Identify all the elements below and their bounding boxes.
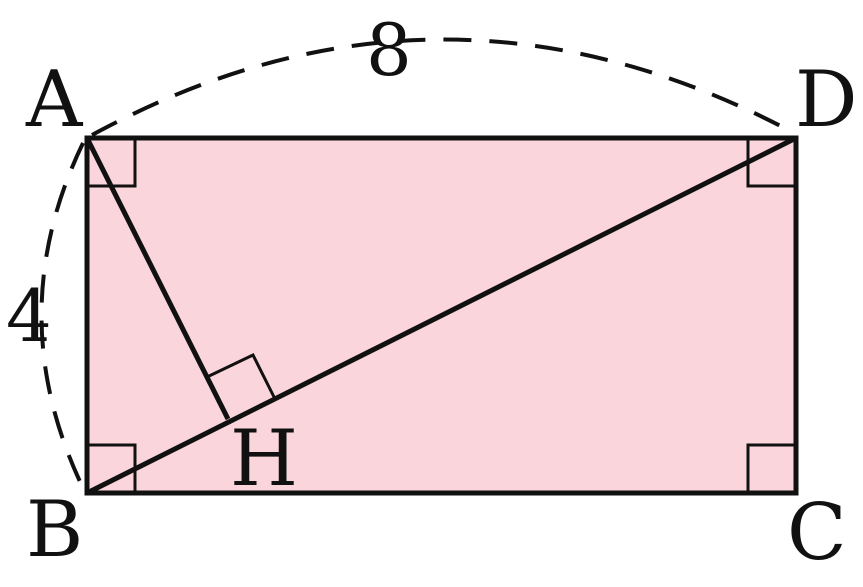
length-label-ab: 4: [6, 274, 52, 358]
right-angle-mark-c: [746, 443, 796, 493]
dimension-arc-ab: [39, 142, 85, 489]
right-angle-mark-a: [87, 138, 137, 188]
dimension-arc-ad: [91, 37, 795, 137]
vertex-label-a: A: [25, 55, 84, 145]
vertex-label-d: D: [795, 55, 858, 145]
right-angle-mark-b: [87, 443, 137, 493]
vertex-label-h: H: [230, 414, 298, 504]
diagonal-bd: [85, 135, 798, 496]
length-label-ad: 8: [366, 8, 412, 92]
vertex-label-b: B: [26, 485, 83, 575]
right-angle-mark-d: [746, 138, 796, 188]
vertex-label-c: C: [787, 488, 847, 578]
right-angle-mark-h: [206, 353, 276, 398]
